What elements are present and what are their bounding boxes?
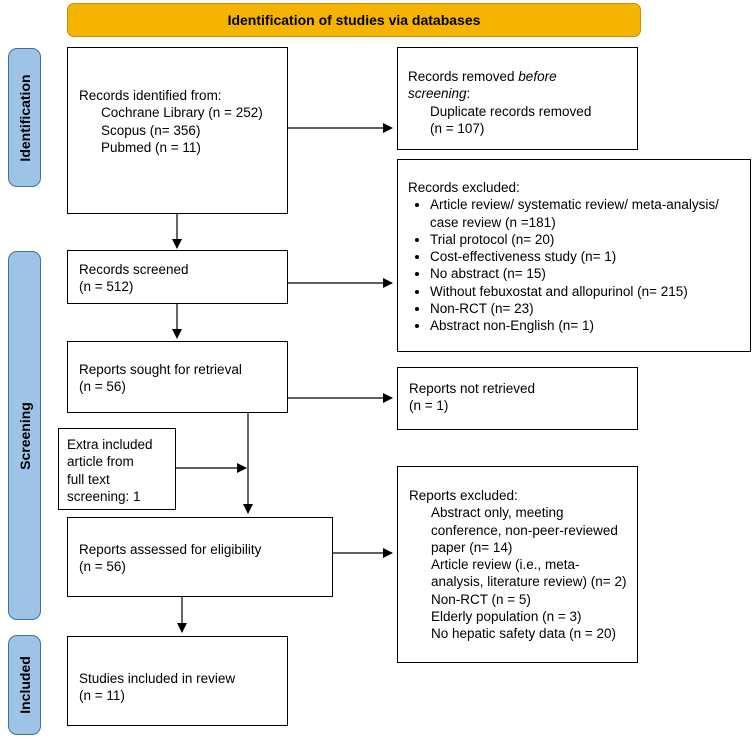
extra-included-line4: screening: 1 — [67, 488, 141, 504]
records-identified-box: Records identified from: Cochrane Librar… — [67, 47, 288, 214]
records-removed-subtitle: screening: — [408, 86, 471, 102]
extra-included-line3: full text — [67, 471, 110, 487]
reports-not-retrieved-label: Reports not retrieved — [409, 381, 536, 396]
list-item: Non-RCT (n = 5) — [431, 591, 531, 607]
reports-assessed-count: (n = 56) — [79, 559, 126, 575]
studies-included-label: Studies included in review — [79, 671, 236, 686]
duplicate-records-label: Duplicate records removed — [430, 103, 592, 119]
list-item: Elderly population (n = 3) — [431, 608, 582, 624]
phase-identification: Identification — [8, 48, 41, 187]
records-removed-title: Records removed before — [408, 69, 557, 84]
records-removed-box: Records removed before screening: Duplic… — [397, 47, 638, 150]
reports-assessed-box: Reports assessed for eligibility (n = 56… — [67, 517, 333, 597]
reports-not-retrieved-count: (n = 1) — [409, 398, 449, 414]
list-item: Article review (i.e., meta-analysis, lit… — [431, 557, 627, 590]
list-item: Article review/ systematic review/ meta-… — [430, 196, 742, 231]
reports-sought-box: Reports sought for retrieval (n = 56) — [67, 341, 288, 413]
list-item: Cost-effectiveness study (n= 1) — [430, 248, 742, 265]
phase-included: Included — [8, 635, 41, 735]
source-scopus: Scopus (n= 356) — [101, 122, 201, 138]
records-excluded-title: Records excluded: — [408, 180, 520, 195]
reports-excluded-title: Reports excluded: — [409, 488, 518, 503]
phase-included-label: Included — [16, 656, 33, 714]
list-item: Non-RCT (n= 23) — [430, 300, 742, 317]
reports-sought-label: Reports sought for retrieval — [79, 362, 242, 377]
list-item: Without febuxostat and allopurinol (n= 2… — [430, 283, 742, 300]
header-banner: Identification of studies via databases — [67, 3, 641, 37]
phase-identification-label: Identification — [16, 73, 33, 162]
records-screened-count: (n = 512) — [79, 279, 134, 295]
duplicate-records-count: (n = 107) — [430, 120, 485, 136]
studies-included-box: Studies included in review (n = 11) — [67, 636, 288, 726]
reports-sought-count: (n = 56) — [79, 379, 126, 395]
reports-not-retrieved-box: Reports not retrieved (n = 1) — [397, 367, 638, 430]
source-cochrane: Cochrane Library (n = 252) — [101, 105, 263, 121]
phase-screening: Screening — [8, 251, 41, 620]
list-item: Trial protocol (n= 20) — [430, 231, 742, 248]
source-pubmed: Pubmed (n = 11) — [101, 139, 201, 155]
reports-assessed-label: Reports assessed for eligibility — [79, 542, 262, 557]
records-screened-label: Records screened — [79, 262, 189, 277]
list-item: Abstract non-English (n= 1) — [430, 317, 742, 334]
records-screened-box: Records screened (n = 512) — [67, 250, 288, 304]
extra-included-box: Extra included article from full text sc… — [58, 428, 176, 510]
list-item: No abstract (n= 15) — [430, 265, 742, 282]
list-item: Abstract only, meeting conference, non-p… — [431, 505, 618, 555]
phase-screening-label: Screening — [16, 401, 33, 470]
extra-included-line2: article from — [67, 454, 134, 470]
list-item: No hepatic safety data (n = 20) — [431, 626, 616, 642]
reports-excluded-box: Reports excluded: Abstract only, meeting… — [397, 466, 638, 663]
header-title: Identification of studies via databases — [227, 12, 481, 28]
records-excluded-box: Records excluded: Article review/ system… — [397, 159, 751, 352]
studies-included-count: (n = 11) — [79, 688, 125, 704]
extra-included-line1: Extra included — [67, 437, 153, 452]
records-excluded-list: Article review/ systematic review/ meta-… — [408, 196, 742, 334]
records-identified-title: Records identified from: — [79, 88, 222, 103]
